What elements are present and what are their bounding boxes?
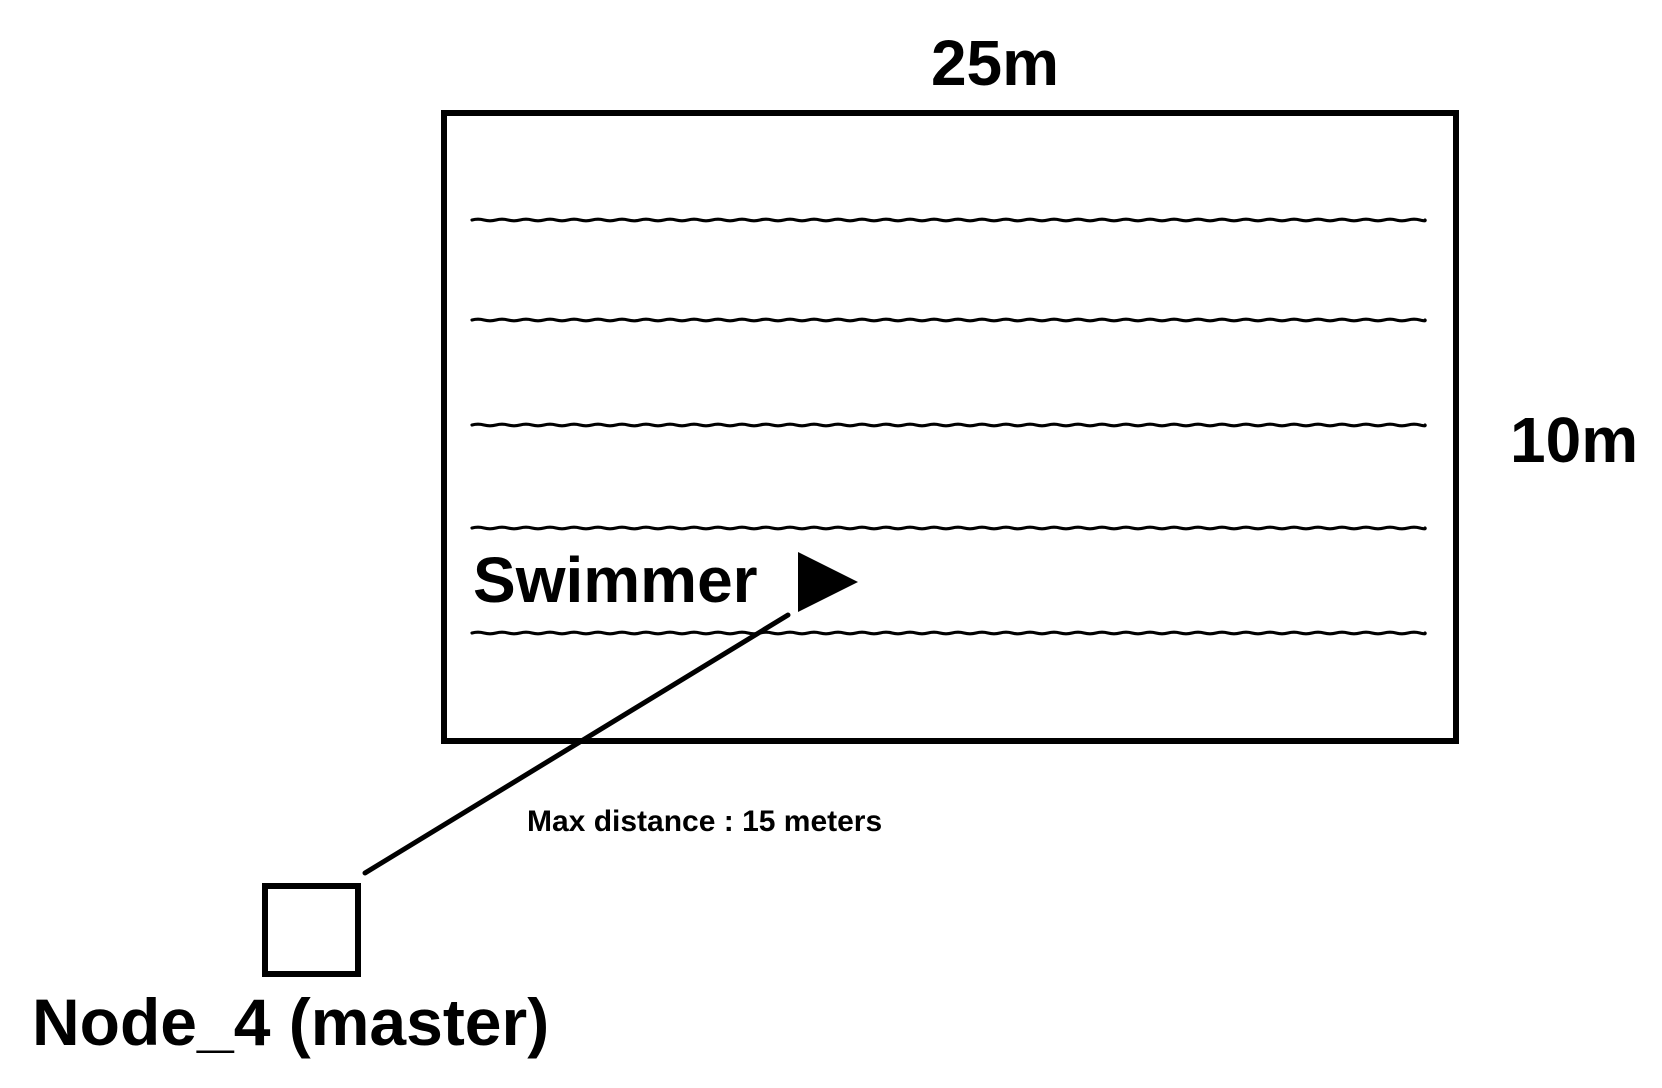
lane-rope [470,630,1427,636]
pool-height-label: 10m [1510,404,1638,476]
node-box [262,883,361,977]
lane-rope [470,317,1427,323]
pool-outline [441,110,1459,744]
lane-rope [470,422,1427,428]
range-link-line [362,612,791,876]
node-label: Node_4 (master) [32,985,549,1059]
swimmer-label: Swimmer [473,544,758,616]
swimmer-marker-icon [798,552,858,612]
lane-rope [470,525,1427,531]
pool-width-label: 25m [931,27,1059,99]
max-distance-label: Max distance : 15 meters [527,805,882,838]
lane-ropes [470,217,1427,636]
lane-rope [470,217,1427,223]
